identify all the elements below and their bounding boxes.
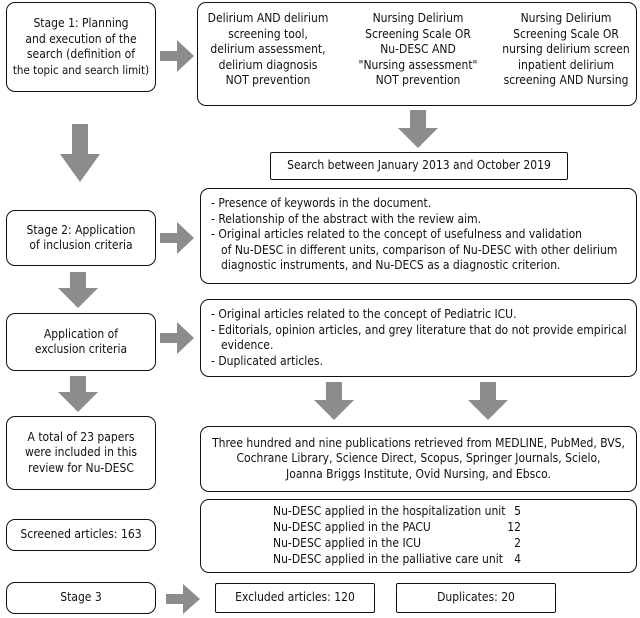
search-period-text: Search between January 2013 and October … [287,158,551,173]
screened-text: Screened articles: 163 [20,527,142,542]
retrieved-line: Three hundred and nine publications retr… [212,435,625,450]
search-strategy-1: Delirium AND delirium screening tool, de… [198,11,338,89]
down-arrow-icon [58,376,98,412]
search-strategies-box: Delirium AND delirium screening tool, de… [197,2,637,106]
inclusion-criteria-box: - Presence of keywords in the document. … [200,188,637,284]
setting-row: Nu-DESC applied in the ICU 2 [201,536,636,552]
search-period-box: Search between January 2013 and October … [270,152,568,180]
duplicates-text: Duplicates: 20 [437,590,515,605]
settings-box: Nu-DESC applied in the hospitalization u… [200,499,637,573]
stage2-line: of inclusion criteria [29,238,133,252]
strategy-line: nursing delirium screen [502,42,630,56]
strategy-line: "Nursing assessment" [358,57,478,72]
search-strategy-3: Nursing Delirium Screening Scale OR nurs… [494,11,638,89]
down-arrow-icon [398,110,438,148]
exclusion-item: - Editorials, opinion articles, and grey… [211,322,627,337]
stage2-box: Stage 2: Application of inclusion criter… [6,210,156,266]
exclusion-stage-box: Application of exclusion criteria [6,313,156,371]
retrieved-line: Joanna Briggs Institute, Ovid Nursing, a… [286,466,551,481]
inclusion-item: - Original articles related to the conce… [211,227,583,241]
stage3-text: Stage 3 [60,590,102,605]
strategy-line: Nu-DESC AND [380,42,456,56]
right-arrow-icon [166,584,200,614]
stage3-box: Stage 3 [6,582,156,614]
setting-label: Nu-DESC applied in the palliative care u… [273,552,503,566]
setting-row: Nu-DESC applied in the palliative care u… [201,552,636,568]
down-arrow-icon [468,382,508,420]
included-line: were included in this [24,445,138,460]
setting-count: 2 [514,536,521,550]
strategy-line: Nursing Delirium [372,11,464,25]
inclusion-item: of Nu-DESC in different units, compariso… [221,242,618,257]
down-arrow-icon [60,124,100,182]
strategy-line: NOT prevention [375,73,461,87]
included-papers-box: A total of 23 papers were included in th… [6,416,156,490]
down-arrow-icon [314,382,354,420]
strategy-line: inpatient delirium [518,57,614,72]
down-arrow-icon [58,272,98,308]
stage1-line: search (definition of [26,47,136,61]
right-arrow-icon [160,222,194,254]
setting-label: Nu-DESC applied in the hospitalization u… [273,504,506,518]
stage2-line: Stage 2: Application [26,222,136,237]
setting-count: 12 [507,520,521,534]
strategy-line: Delirium AND delirium [207,11,329,25]
strategy-line: screening AND Nursing [503,73,629,87]
setting-row: Nu-DESC applied in the hospitalization u… [201,504,636,520]
right-arrow-icon [160,40,194,72]
right-arrow-icon [160,322,194,354]
strategy-line: delirium assessment, [210,42,326,56]
retrieved-line: Cochrane Library, Science Direct, Scopus… [236,451,601,466]
search-strategy-2: Nursing Delirium Screening Scale OR Nu-D… [348,11,488,89]
exclusion-item: evidence. [221,338,274,352]
strategy-line: Nursing Delirium [520,11,612,25]
stage1-line: the topic and search limit) [12,62,150,77]
inclusion-item: - Presence of keywords in the document. [211,196,432,210]
screened-articles-box: Screened articles: 163 [6,519,156,551]
exclusion-stage-line: Application of [43,326,119,341]
exclusion-stage-line: exclusion criteria [34,342,128,356]
exclusion-item: - Original articles related to the conce… [211,307,517,321]
included-line: review for Nu-DESC [28,460,134,475]
strategy-line: screening tool, [228,26,308,41]
setting-count: 4 [514,552,521,566]
strategy-line: Screening Scale OR [513,26,619,41]
setting-row: Nu-DESC applied in the PACU 12 [201,520,636,536]
excluded-articles-box: Excluded articles: 120 [215,583,375,613]
setting-count: 5 [514,504,521,518]
strategy-line: Screening Scale OR [365,26,471,41]
setting-label: Nu-DESC applied in the PACU [273,520,431,534]
strategy-line: delirium diagnosis [218,57,318,72]
strategy-line: NOT prevention [225,73,311,87]
stage1-line: Stage 1: Planning [33,16,129,30]
inclusion-item: diagnostic instruments, and Nu-DECS as a… [221,258,561,272]
included-line: A total of 23 papers [27,429,135,444]
excluded-text: Excluded articles: 120 [235,590,355,605]
retrieved-publications-box: Three hundred and nine publications retr… [200,426,637,492]
duplicates-box: Duplicates: 20 [396,583,556,613]
exclusion-criteria-box: - Original articles related to the conce… [200,299,637,377]
setting-label: Nu-DESC applied in the ICU [273,536,422,550]
inclusion-item: - Relationship of the abstract with the … [211,211,482,226]
stage1-box: Stage 1: Planning and execution of the s… [6,2,156,92]
stage1-line: and execution of the [25,31,137,46]
exclusion-item: - Duplicated articles. [211,353,323,368]
